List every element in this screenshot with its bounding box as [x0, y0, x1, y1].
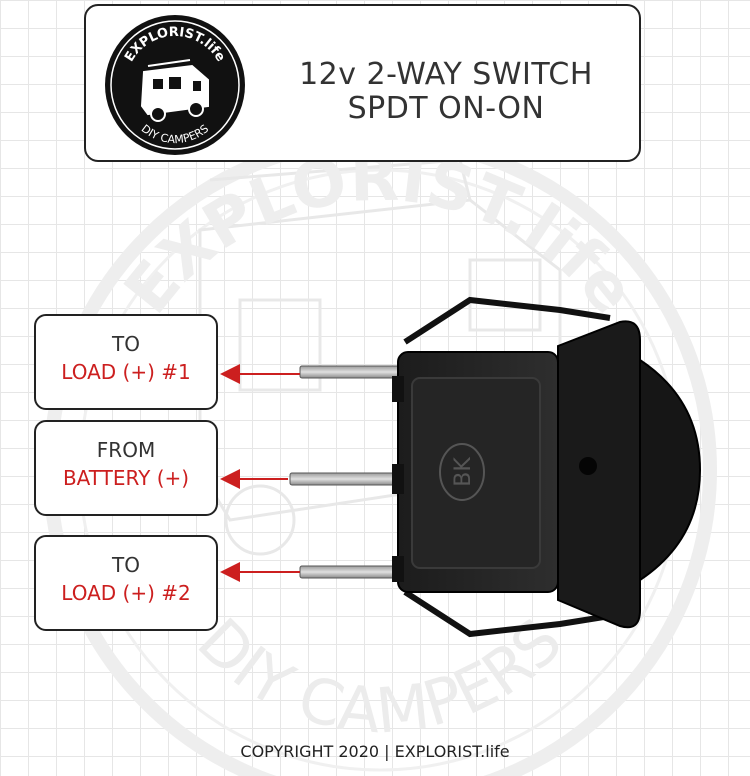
explorist-logo: EXPLORIST.life DIY CAMPERS — [105, 15, 245, 155]
label-load-1-direction: TO — [112, 332, 140, 356]
terminal-pin-1 — [299, 365, 406, 379]
label-battery-name: BATTERY (+) — [62, 466, 190, 490]
clip-spring-top — [403, 296, 611, 345]
svg-text:BK: BK — [451, 457, 476, 487]
bk-marking: BK — [439, 443, 485, 501]
switch-bezel — [557, 320, 641, 629]
indicator-hole — [579, 457, 597, 475]
copyright-footer: COPYRIGHT 2020 | EXPLORIST.life — [240, 742, 510, 761]
terminal-pin-2 — [289, 472, 406, 486]
label-load-2-direction: TO — [112, 553, 140, 577]
van-icon — [140, 59, 209, 122]
label-load-1-name: LOAD (+) #1 — [61, 360, 191, 384]
clip-spring-bottom — [403, 589, 611, 638]
title-line-2: SPDT ON-ON — [347, 91, 545, 126]
label-load-1: TO LOAD (+) #1 — [34, 314, 218, 410]
label-battery: FROM BATTERY (+) — [34, 420, 218, 516]
terminal-pin-3 — [299, 565, 406, 579]
title-line-1: 12v 2-WAY SWITCH — [299, 57, 593, 92]
header-box: EXPLORIST.life DIY CAMPERS 12v 2-WAY SWI… — [84, 4, 641, 162]
label-load-2: TO LOAD (+) #2 — [34, 535, 218, 631]
rocker-actuator — [639, 358, 702, 582]
label-battery-direction: FROM — [96, 438, 156, 462]
label-load-2-name: LOAD (+) #2 — [61, 581, 191, 605]
